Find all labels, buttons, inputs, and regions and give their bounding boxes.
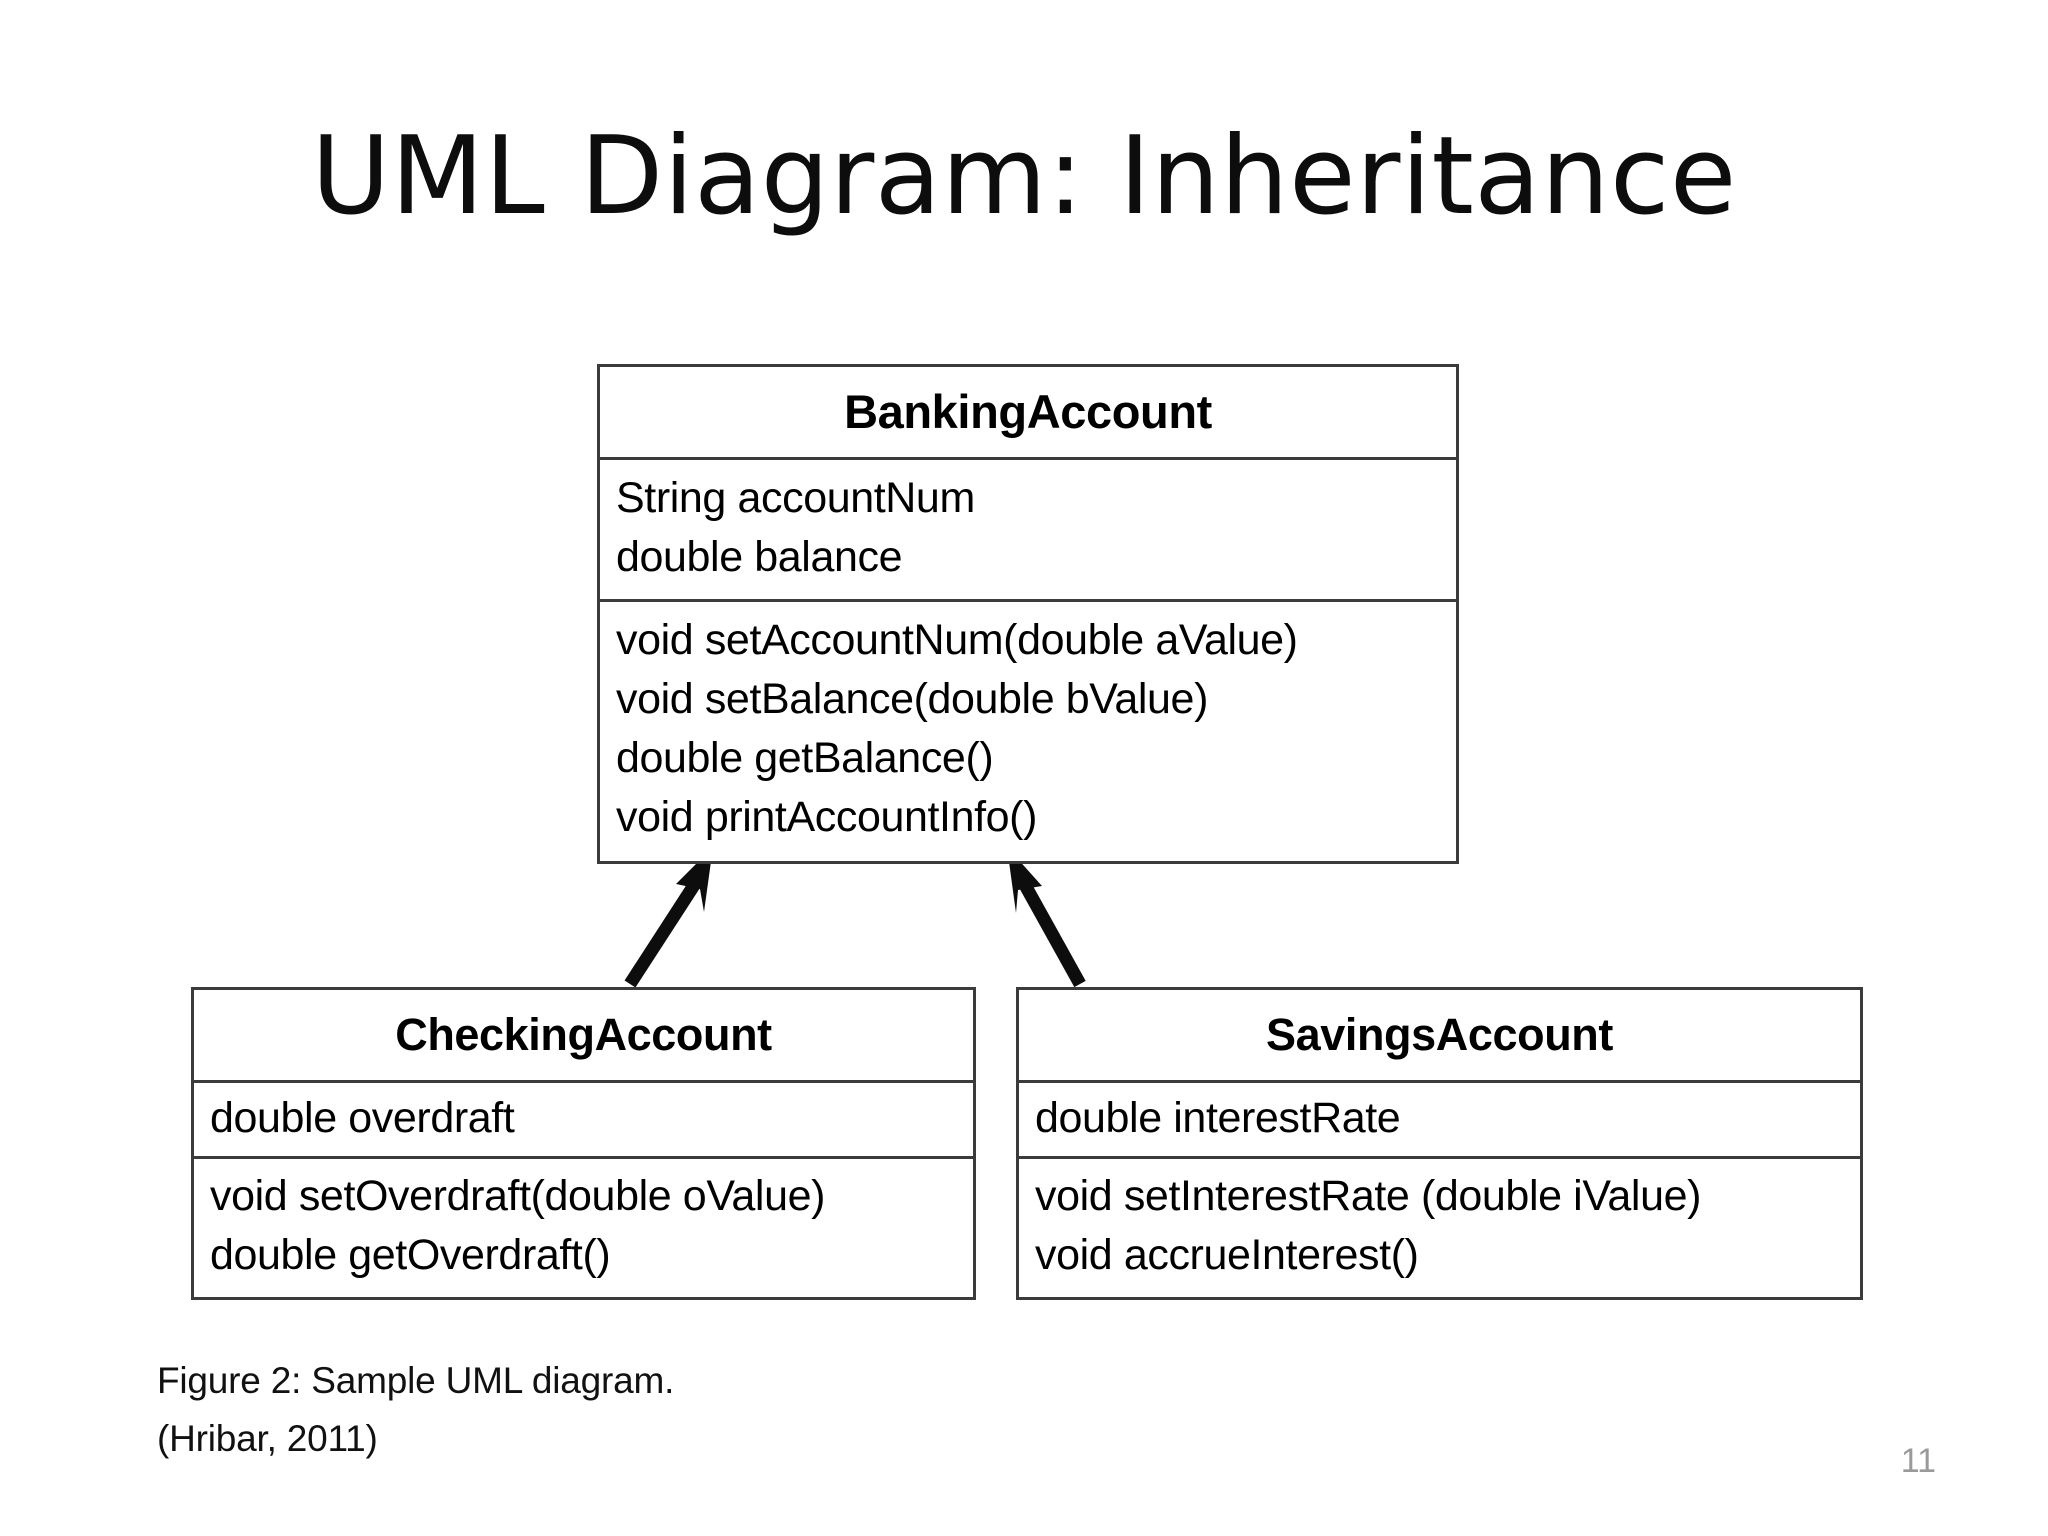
figure-caption-line-1: Figure 2: Sample UML diagram. <box>157 1360 675 1401</box>
uml-operation: double getBalance() <box>616 734 994 782</box>
uml-class-name-savings-account: SavingsAccount <box>1266 1009 1613 1060</box>
uml-class-banking-account: BankingAccount String accountNum double … <box>597 364 1459 864</box>
uml-operation: void setOverdraft(double oValue) <box>210 1172 826 1220</box>
uml-class-name-banking-account: BankingAccount <box>844 385 1212 438</box>
figure-caption-line-2: (Hribar, 2011) <box>157 1418 378 1459</box>
uml-operations-checking-account: void setOverdraft(double oValue) double … <box>194 1156 973 1297</box>
uml-class-checking-account: CheckingAccount double overdraft void se… <box>191 987 976 1300</box>
uml-operations-savings-account: void setInterestRate (double iValue) voi… <box>1019 1156 1860 1297</box>
page-title: UML Diagram: Inheritance <box>311 114 1737 239</box>
uml-operation: void printAccountInfo() <box>616 793 1038 841</box>
uml-class-savings-account: SavingsAccount double interestRate void … <box>1016 987 1863 1300</box>
uml-operation: void setAccountNum(double aValue) <box>616 616 1298 664</box>
uml-operation: void setBalance(double bValue) <box>616 675 1208 723</box>
uml-operations-banking-account: void setAccountNum(double aValue) void s… <box>600 599 1456 861</box>
uml-attribute: double interestRate <box>1035 1094 1401 1142</box>
inheritance-arrow-savings <box>1007 847 1086 988</box>
uml-operation: void accrueInterest() <box>1035 1231 1419 1279</box>
uml-attribute: String accountNum <box>616 474 975 522</box>
inheritance-arrow-checking <box>624 847 713 988</box>
uml-class-name-checking-account: CheckingAccount <box>395 1009 772 1060</box>
uml-operation: void setInterestRate (double iValue) <box>1035 1172 1702 1220</box>
page-number: 11 <box>1900 1442 1936 1480</box>
uml-operation: double getOverdraft() <box>210 1231 611 1279</box>
uml-attributes-banking-account: String accountNum double balance <box>600 457 1456 599</box>
uml-attribute: double balance <box>616 533 903 581</box>
uml-attributes-checking-account: double overdraft <box>194 1080 973 1156</box>
uml-attributes-savings-account: double interestRate <box>1019 1080 1860 1156</box>
uml-attribute: double overdraft <box>210 1094 515 1142</box>
